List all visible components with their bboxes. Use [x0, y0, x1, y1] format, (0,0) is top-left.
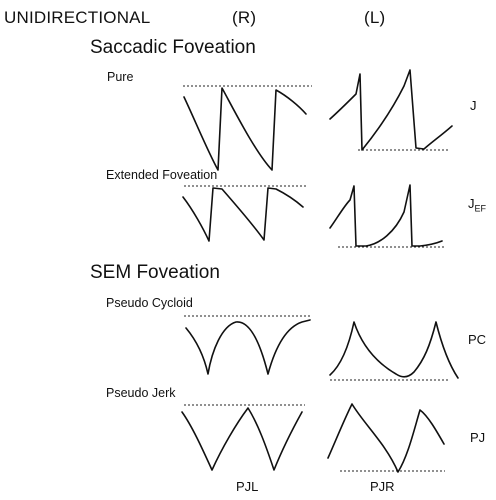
side-label-j: J: [470, 98, 477, 116]
side-label-j-main: J: [470, 98, 477, 113]
row-label-pseudo-cycloid: Pseudo Cycloid: [106, 296, 193, 310]
section-heading-sem: SEM Foveation: [90, 262, 220, 283]
column-label-left: (L): [364, 8, 386, 27]
column-label-right: (R): [232, 8, 257, 27]
diagram-title: UNIDIRECTIONAL: [4, 8, 151, 27]
row-label-pure: Pure: [107, 70, 134, 84]
footer-label-pjr: PJR: [370, 479, 395, 494]
row-label-extended-foveation: Extended Foveation: [106, 168, 218, 182]
footer-label-pjl: PJL: [236, 479, 259, 494]
section-heading-saccadic: Saccadic Foveation: [90, 37, 256, 58]
side-label-jef-sub: EF: [474, 203, 487, 214]
side-label-jef: JEF: [468, 196, 486, 214]
side-label-jef-main: J: [468, 196, 475, 211]
side-label-pc: PC: [468, 332, 487, 347]
side-label-pj: PJ: [470, 430, 486, 445]
row-label-pseudo-jerk: Pseudo Jerk: [106, 386, 176, 400]
